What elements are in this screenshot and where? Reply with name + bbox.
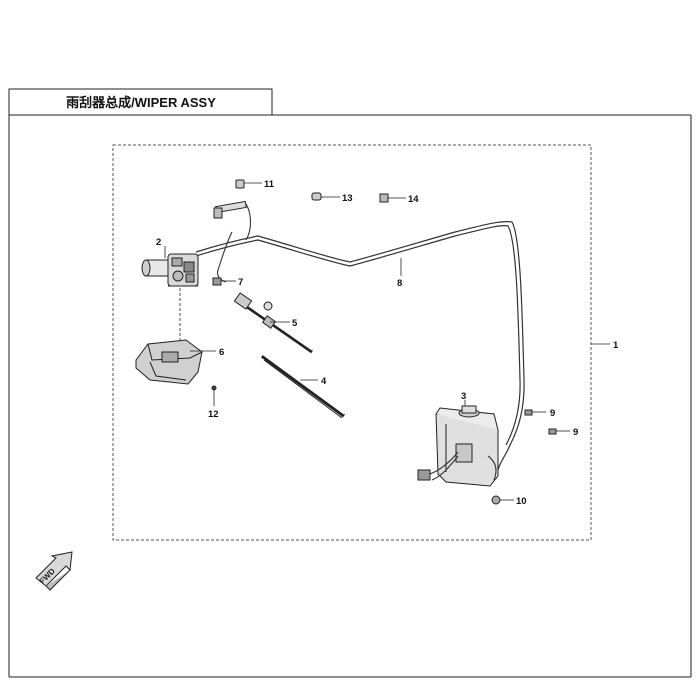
pump-wiring xyxy=(417,451,497,481)
callout-13: 13 xyxy=(342,193,353,204)
fastener-14 xyxy=(379,193,389,203)
callout-6: 6 xyxy=(219,347,224,358)
assembly-boundary xyxy=(112,144,592,541)
callout-2: 2 xyxy=(156,237,161,248)
wiper-motor xyxy=(141,253,199,287)
wiper-blade xyxy=(260,353,346,419)
diagram-title: 雨刮器总成/WIPER ASSY xyxy=(66,95,216,110)
callout-9-lower: 9 xyxy=(573,427,578,438)
fwd-arrow-icon: FWD xyxy=(35,551,73,591)
wiper-arm xyxy=(233,292,313,354)
callout-8: 8 xyxy=(397,278,402,289)
washer-reservoir xyxy=(435,405,499,487)
leader-lines xyxy=(164,182,610,501)
callout-11: 11 xyxy=(264,179,275,190)
bolt-9-upper xyxy=(524,409,533,416)
screw-12 xyxy=(211,385,217,391)
callout-3: 3 xyxy=(461,391,466,402)
fastener-13 xyxy=(311,192,322,201)
nut-10 xyxy=(491,495,501,505)
outer-frame xyxy=(8,89,692,678)
washer-hose xyxy=(195,221,525,471)
bolt-9-lower xyxy=(548,428,557,435)
callout-5: 5 xyxy=(292,318,298,329)
clamp-7 xyxy=(212,277,222,286)
connector-11 xyxy=(235,179,245,189)
callout-9-upper: 9 xyxy=(550,408,555,419)
callout-4: 4 xyxy=(321,376,327,387)
title-box: 雨刮器总成/WIPER ASSY xyxy=(8,88,273,116)
callout-1: 1 xyxy=(613,340,619,351)
callout-labels: 1 2 3 4 5 6 7 8 9 9 10 11 12 13 14 xyxy=(156,179,619,507)
callout-7: 7 xyxy=(238,277,243,288)
callout-14: 14 xyxy=(408,194,419,205)
callout-10: 10 xyxy=(516,496,527,507)
callout-12: 12 xyxy=(208,409,219,420)
motor-cover xyxy=(135,339,203,385)
hose-clip xyxy=(213,200,247,219)
